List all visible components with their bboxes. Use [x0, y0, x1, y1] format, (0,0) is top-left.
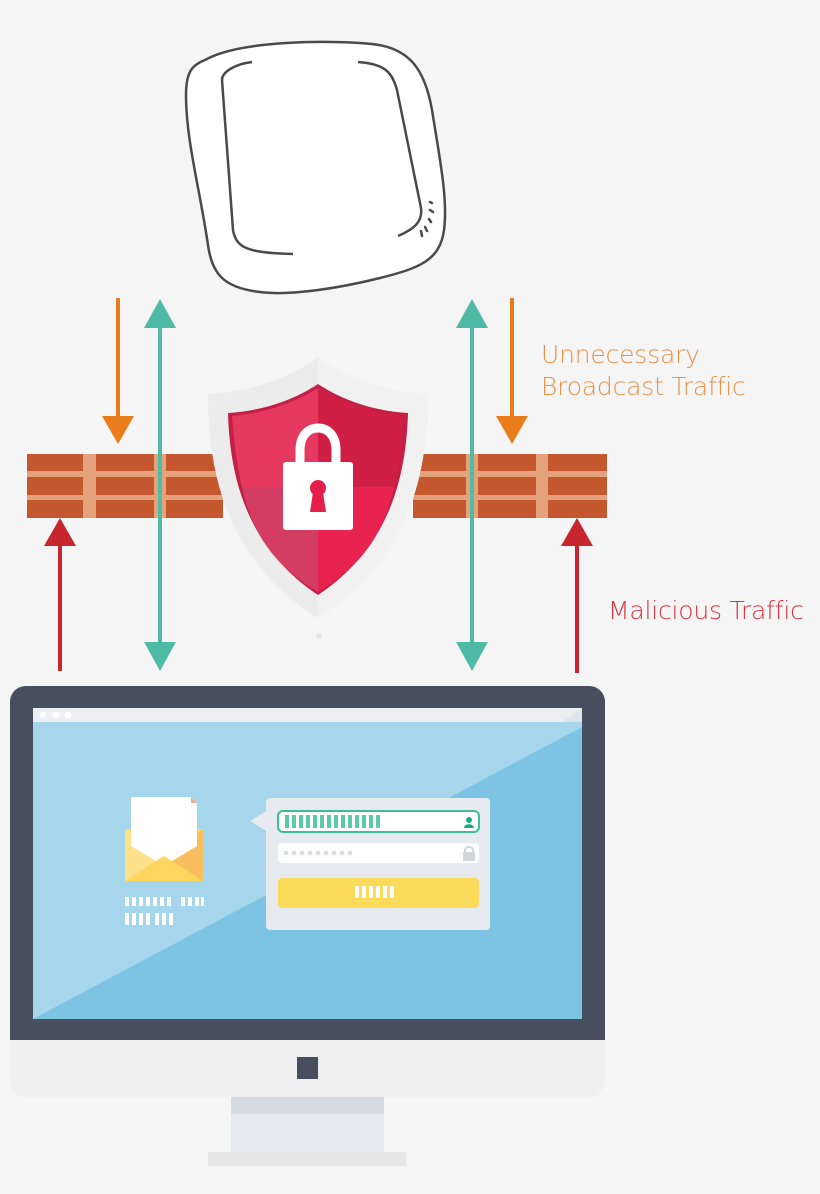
broadcast-traffic-label: Unnecessary Broadcast Traffic	[541, 339, 746, 403]
firewall-right	[413, 454, 607, 518]
window-dot-1	[39, 711, 47, 719]
malicious-traffic-label: Malicious Traffic	[608, 596, 804, 625]
broadcast-arrow-right	[496, 298, 528, 444]
padlock-icon	[283, 423, 353, 530]
email-envelope-icon	[125, 797, 203, 881]
legit-traffic-arrow-right	[456, 299, 488, 671]
power-button-icon	[297, 1057, 318, 1079]
lock-icon	[463, 846, 475, 861]
password-field[interactable]	[278, 843, 479, 863]
broadcast-label-line2: Broadcast Traffic	[541, 372, 746, 401]
login-card	[250, 798, 490, 930]
window-titlebar	[33, 708, 582, 722]
broadcast-arrow-left	[102, 298, 134, 444]
malicious-arrow-right	[561, 518, 593, 673]
legit-traffic-arrow-left	[144, 299, 176, 671]
shield-shadow-dot	[316, 633, 322, 639]
firewall-left	[27, 454, 223, 518]
malicious-arrow-left	[44, 518, 76, 671]
user-icon	[464, 817, 474, 828]
email-caption-text	[125, 897, 204, 925]
window-dot-3	[64, 711, 72, 719]
access-point-icon	[184, 40, 447, 295]
led-indicator-icon	[419, 200, 435, 238]
shield-icon	[208, 357, 428, 618]
window-dot-2	[52, 711, 60, 719]
broadcast-label-line1: Unnecessary	[541, 340, 700, 369]
